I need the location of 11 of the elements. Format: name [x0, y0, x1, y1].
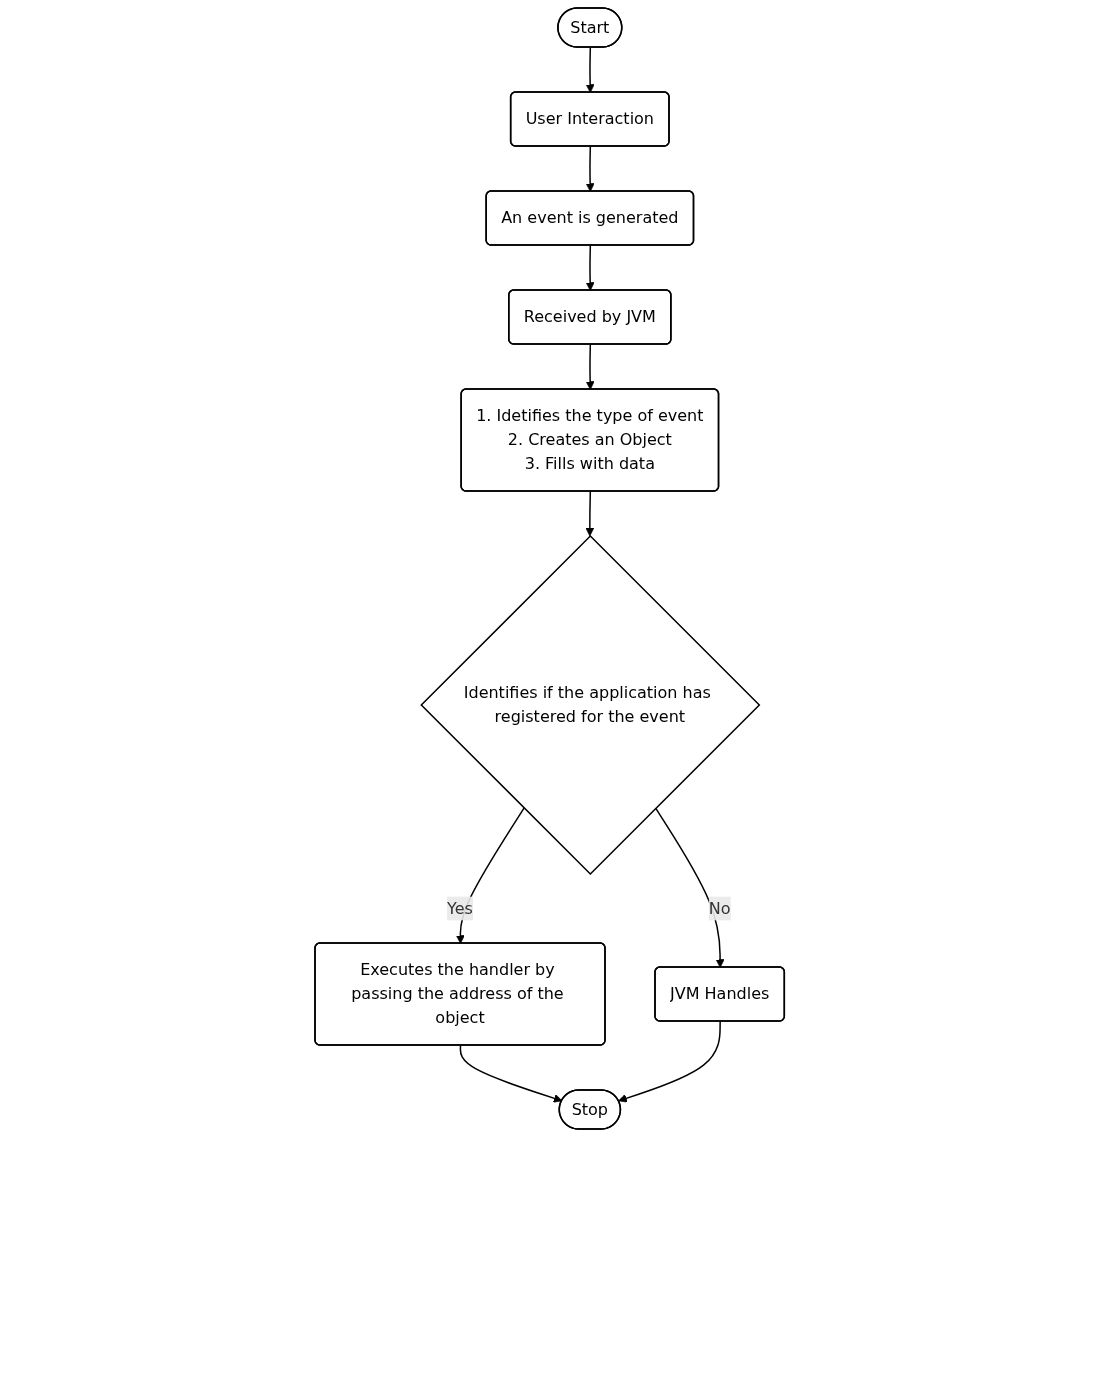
arrow: [618, 1020, 722, 1103]
node-diamond: Identifies if the application has registered for the event: [420, 534, 761, 876]
arrow: [586, 46, 595, 93]
arrow: [655, 807, 725, 968]
arrow: [586, 244, 595, 291]
arrow: [460, 1044, 563, 1103]
arrow: [585, 490, 595, 537]
edge-label: Yes: [447, 898, 474, 918]
edge-label: No: [709, 898, 731, 918]
arrow: [586, 343, 595, 390]
arrow: [586, 145, 595, 192]
